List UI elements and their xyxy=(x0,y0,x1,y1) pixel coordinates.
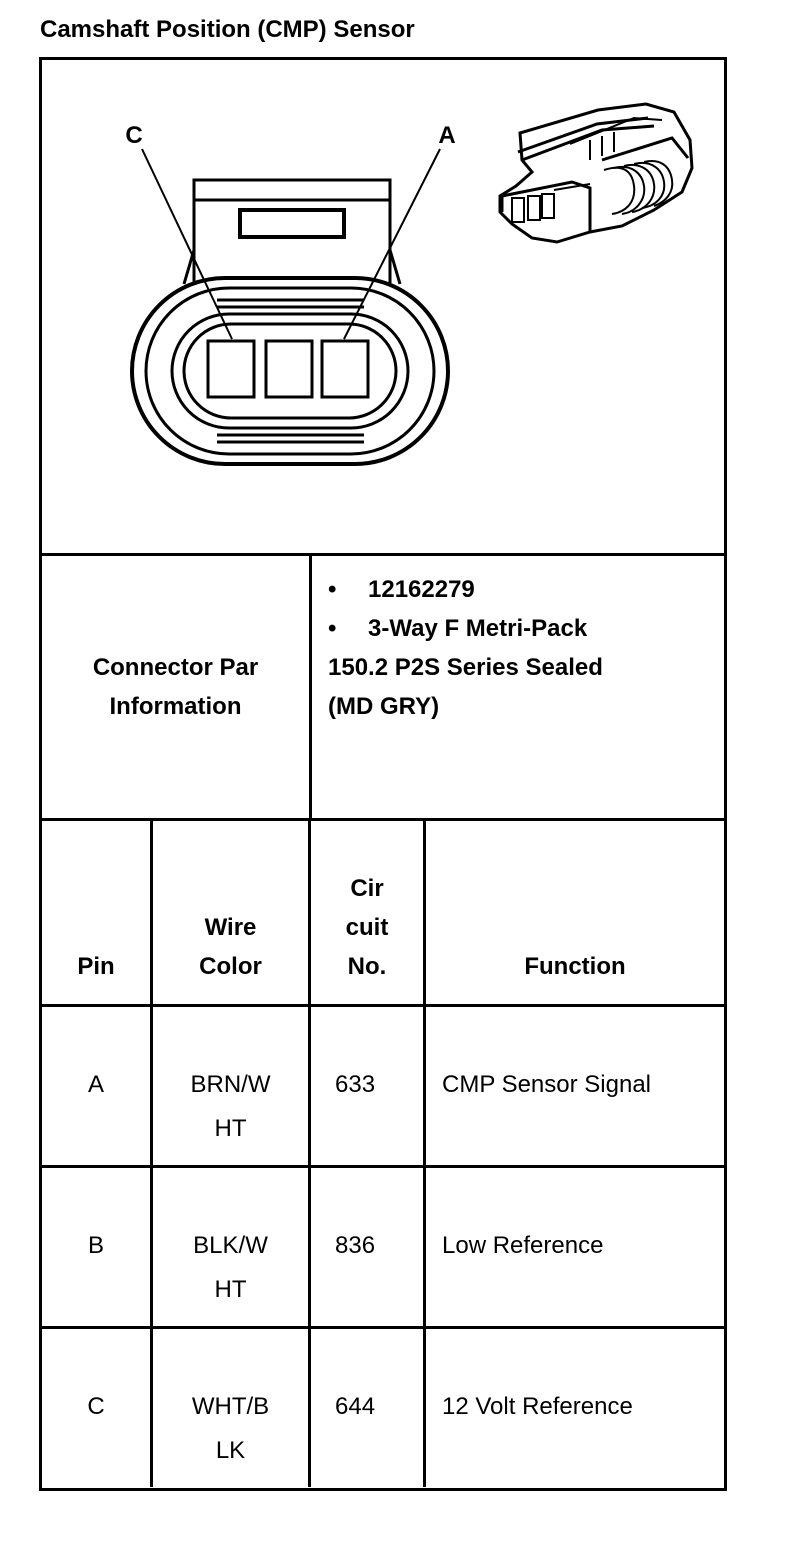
connector-diagram: C A xyxy=(42,60,724,556)
connector-part-info-row: Connector Par Information • 12162279 • 3… xyxy=(42,556,724,821)
connector-type-item: • 3-Way F Metri-Pack xyxy=(328,609,728,648)
function-cell: 12 Volt Reference xyxy=(442,1393,633,1420)
pin-a-label: A xyxy=(438,122,455,149)
info-label-line-2: Information xyxy=(109,693,242,720)
part-number: 12162279 xyxy=(368,576,475,603)
connector-type: 3-Way F Metri-Pack xyxy=(368,615,588,642)
info-label-line-1: Connector Par xyxy=(92,654,259,681)
connector-color: (MD GRY) xyxy=(328,693,440,720)
pin-cell: A xyxy=(42,1007,153,1165)
circuit-cell: 633 xyxy=(311,1007,426,1165)
circuit-cell: 836 xyxy=(311,1168,426,1326)
pin-cell: C xyxy=(42,1329,153,1487)
circuit-cell: 644 xyxy=(311,1329,426,1487)
connector-part-info-value: • 12162279 • 3-Way F Metri-Pack 150.2 P2… xyxy=(312,556,728,726)
pin-cell: B xyxy=(42,1168,153,1326)
function-cell: Low Reference xyxy=(442,1232,604,1259)
connector-face-drawing: C A xyxy=(125,102,694,466)
page-title: Camshaft Position (CMP) Sensor xyxy=(40,16,415,43)
connector-sheet: C A Connector Par Information • 12162279… xyxy=(39,57,727,1491)
header-pin: Pin xyxy=(42,821,153,1004)
bullet-icon: • xyxy=(328,576,337,603)
function-cell: CMP Sensor Signal xyxy=(442,1071,651,1098)
pin-c-label: C xyxy=(125,122,142,149)
part-number-item: • 12162279 xyxy=(328,570,728,609)
connector-part-info-label: Connector Par Information xyxy=(42,556,312,818)
bullet-icon: • xyxy=(328,615,337,642)
connector-series: 150.2 P2S Series Sealed xyxy=(328,654,603,681)
header-function: Function xyxy=(524,953,626,980)
